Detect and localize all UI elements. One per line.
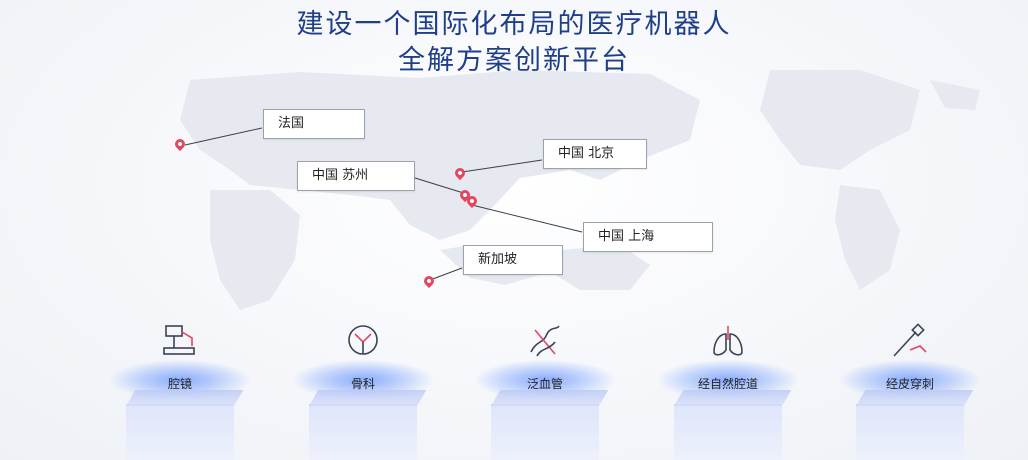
category-label: 经皮穿刺 (885, 377, 934, 391)
location-tag-singapore: 新加坡 (463, 245, 563, 275)
pedestal-block (491, 404, 599, 460)
headline-line1: 建设一个国际化布局的医疗机器人 (296, 9, 732, 40)
vascular-icon (530, 325, 560, 357)
knee-joint-icon (348, 325, 378, 355)
surgical-robot-icon (163, 325, 195, 355)
location-tag-suzhou: 中国 苏州 (297, 161, 415, 191)
category-vascular: 泛血管 (475, 312, 615, 460)
location-tag-beijing: 中国 北京 (543, 139, 647, 169)
needle-icon (893, 323, 927, 357)
category-label: 泛血管 (526, 377, 563, 391)
category-laparoscopic: 腔镜 (110, 312, 250, 460)
category-label: 腔镜 (167, 377, 192, 391)
headline-line2: 全解方案创新平台 (398, 45, 630, 76)
category-orthopedic: 骨科 (293, 312, 433, 460)
category-percutaneous: 经皮穿刺 (840, 312, 980, 460)
category-label: 骨科 (350, 377, 375, 391)
pedestal-block (856, 404, 964, 460)
category-natural-orifice: 经自然腔道 (658, 312, 798, 460)
location-tag-shanghai: 中国 上海 (583, 222, 713, 252)
pedestal-block (674, 404, 782, 460)
leader-france (184, 127, 263, 146)
pedestal-block (126, 404, 234, 460)
leader-beijing (461, 159, 543, 173)
category-label: 经自然腔道 (697, 377, 758, 391)
leader-singapore (429, 267, 463, 281)
lungs-icon (713, 326, 743, 356)
location-tag-france: 法国 (263, 109, 365, 139)
pedestal-block (309, 404, 417, 460)
leader-shanghai (471, 204, 583, 233)
